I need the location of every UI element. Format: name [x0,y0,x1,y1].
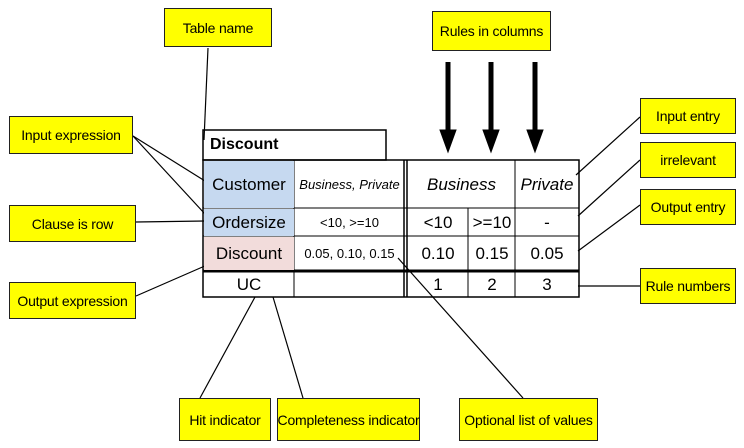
discount-rule-3: 0.05 [530,243,564,263]
hit-policy: UC [236,274,262,294]
input-entry-business: Business [427,174,496,194]
input-values-ordersize: <10, >=10 [320,215,379,230]
callout-input-expression: Input expression [9,116,133,154]
table-name: Discount [210,136,279,153]
ordersize-rule-3: - [544,212,550,232]
ordersize-rule-1: <10 [423,212,453,232]
callout-input-entry: Input entry [640,98,736,134]
callout-output-expression: Output expression [9,282,136,319]
callout-clause-is-row: Clause is row [9,205,136,242]
callout-rule-numbers: Rule numbers [640,268,736,304]
output-values-discount: 0.05, 0.10, 0.15 [304,246,395,261]
rule-number-2: 2 [487,274,497,294]
output-expression-discount: Discount [204,237,294,270]
input-expression-ordersize: Ordersize [204,209,294,236]
rule-number-1: 1 [433,274,443,294]
callout-irrelevant: irrelevant [640,142,736,178]
input-expression-customer: Customer [204,161,294,208]
callout-optional-list-of-values: Optional list of values [459,398,598,441]
input-entry-private: Private [520,174,574,194]
callout-output-entry: Output entry [640,189,736,225]
ordersize-rule-2: >=10 [472,212,512,232]
callout-table-name: Table name [164,8,272,47]
table-grid [202,129,580,298]
callout-completeness-indicator: Completeness indicator [277,398,420,441]
rule-number-3: 3 [542,274,552,294]
discount-rule-2: 0.15 [475,243,509,263]
callout-hit-indicator: Hit indicator [179,398,271,441]
callout-rules-in-columns: Rules in columns [432,11,551,51]
rules-arrows [439,62,544,154]
discount-rule-1: 0.10 [421,243,455,263]
input-values-customer: Business, Private [299,177,400,192]
